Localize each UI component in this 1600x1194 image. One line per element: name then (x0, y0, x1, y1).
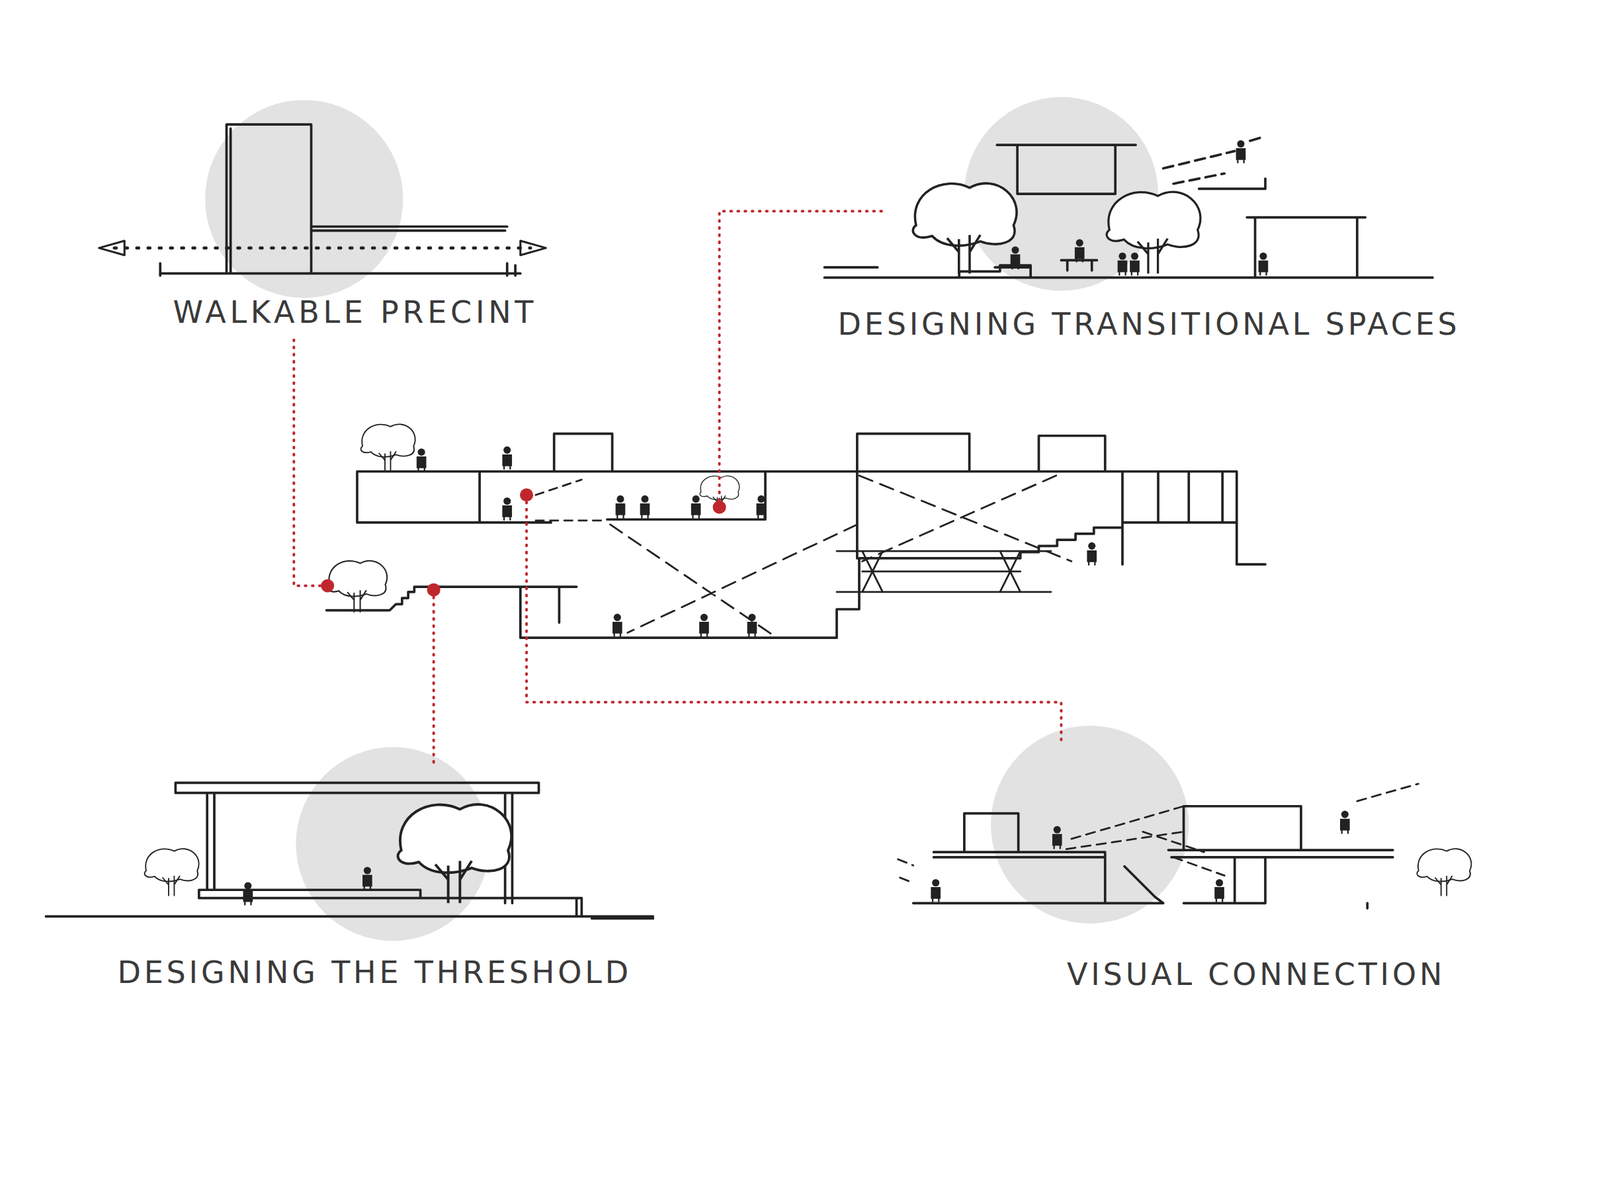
person (1340, 810, 1349, 835)
walk-path (114, 246, 531, 251)
highlight-circle (990, 725, 1189, 924)
sight-dash (535, 479, 602, 521)
person (616, 495, 625, 519)
leader-dot (320, 579, 335, 593)
tree (1416, 848, 1472, 896)
arrow-head (99, 240, 547, 256)
tree (398, 804, 512, 903)
person (417, 448, 426, 472)
sight-dash (898, 783, 1419, 882)
canopy-outline (824, 144, 1433, 278)
person (1075, 239, 1084, 263)
person (699, 613, 708, 637)
canopy-outline (45, 782, 653, 919)
section-outline (913, 806, 1393, 909)
person (1118, 252, 1127, 276)
caption-label: DESIGNING TRANSITIONAL SPACES (838, 307, 1461, 342)
leader-dot (713, 500, 727, 514)
person (931, 879, 940, 903)
tree (912, 183, 1017, 274)
person (691, 495, 700, 519)
ground-bench (994, 259, 1097, 270)
person (1052, 826, 1061, 850)
leader-line (432, 589, 436, 768)
person (1215, 879, 1223, 903)
leader-dot (427, 583, 441, 597)
leader-dot (519, 488, 534, 502)
person (757, 495, 766, 519)
view-dash (1163, 137, 1261, 184)
tree (144, 848, 200, 896)
leader-line (526, 494, 1061, 745)
section-outline (326, 433, 1266, 639)
caption-label: DESIGNING THE THRESHOLD (117, 955, 632, 990)
person (613, 613, 622, 637)
highlight-circle (205, 99, 403, 298)
person (1088, 542, 1096, 566)
person (363, 866, 372, 890)
sketch-lines (45, 124, 1433, 919)
person (1130, 252, 1139, 276)
truss (836, 550, 1052, 592)
building-outline (160, 124, 521, 276)
person (503, 497, 512, 521)
leader-dots (320, 488, 726, 597)
person (1236, 140, 1245, 164)
void-dash (610, 475, 1072, 637)
person (244, 882, 253, 906)
leader-line (719, 210, 884, 507)
caption-label: VISUAL CONNECTION (1066, 957, 1446, 992)
caption-label: WALKABLE PRECINT (172, 295, 538, 330)
person (1259, 252, 1268, 276)
leader-line (293, 338, 328, 586)
person (503, 446, 512, 470)
person (1011, 246, 1020, 270)
tree (361, 423, 416, 471)
leader-lines (293, 210, 1061, 768)
tree (328, 560, 388, 613)
person (748, 613, 757, 637)
person (640, 495, 649, 519)
